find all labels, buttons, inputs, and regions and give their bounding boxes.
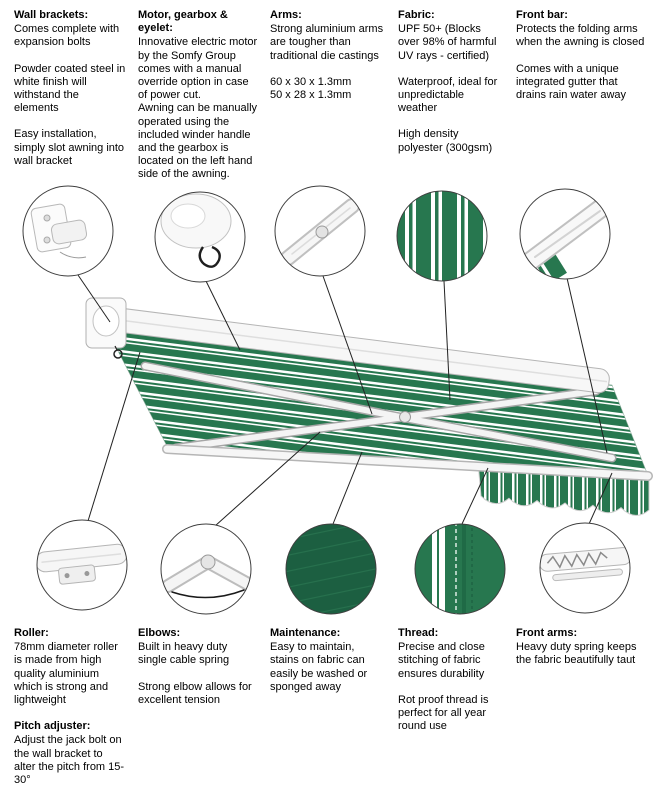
awning-illustration [85, 297, 653, 516]
feature-title: Roller: [14, 627, 49, 639]
feature-text: Strong aluminium arms are tougher than t… [270, 23, 384, 62]
callout-line-front-arm [588, 472, 613, 525]
feature-motor-gearbox-eyelet: Motor, gearbox & eyelet: Innovative elec… [138, 9, 258, 181]
callout-maintenance-fabric-detail [285, 523, 377, 615]
feature-text: 78mm diameter roller is made from high q… [14, 641, 118, 706]
feature-text: Strong elbow allows for excellent tensio… [138, 680, 252, 706]
callout-front-bar-detail [519, 188, 611, 280]
callout-line-fabric [443, 280, 451, 401]
feature-title: Front bar: [516, 9, 568, 21]
feature-column-roller: Roller: 78mm diameter roller is made fro… [14, 627, 126, 787]
callout-line-arm [322, 275, 373, 415]
callout-line-elbow [214, 431, 321, 527]
callout-line-wall-bracket [77, 274, 111, 323]
feature-text: Easy installation, simply slot awning in… [14, 128, 125, 167]
callout-fabric-detail [396, 190, 488, 282]
feature-thread: Thread: Precise and close stitching of f… [398, 627, 504, 787]
callout-line-motor [205, 280, 241, 351]
feature-text: 60 x 30 x 1.3mm 50 x 28 x 1.3mm [270, 75, 352, 101]
callout-line-maintenance [332, 451, 363, 525]
feature-title: Pitch adjuster: [14, 720, 91, 733]
feature-arms: Arms: Strong aluminium arms are tougher … [270, 9, 386, 181]
feature-title: Wall brackets: [14, 9, 89, 21]
feature-text: Precise and close stitching of fabric en… [398, 641, 485, 680]
callout-elbow-detail [160, 523, 252, 615]
awning-front-bar [162, 444, 653, 481]
feature-text: High density polyester (300gsm) [398, 128, 493, 154]
feature-title: Maintenance: [270, 627, 341, 639]
cable-spring [171, 589, 245, 599]
awning-folding-arms [140, 361, 617, 463]
feature-text: Comes with a unique integrated gutter th… [516, 62, 627, 101]
wall-bracket [85, 297, 127, 359]
callout-line-thread [461, 467, 489, 525]
feature-text: Powder coated steel in white finish will… [14, 62, 126, 115]
feature-front-arms: Front arms: Heavy duty spring keeps the … [516, 627, 646, 787]
top-feature-list: Wall brackets: Comes complete with expan… [14, 9, 650, 181]
feature-title: Arms: [270, 9, 302, 21]
callout-lines [77, 274, 613, 527]
feature-fabric: Fabric: UPF 50+ (Blocks over 98% of harm… [398, 9, 504, 181]
feature-title: Thread: [398, 627, 439, 639]
callout-thread-stitching-detail [414, 523, 506, 615]
feature-text: Protects the folding arms when the awnin… [516, 23, 645, 49]
feature-text: UPF 50+ (Blocks over 98% of harmful UV r… [398, 23, 497, 62]
callout-roller-detail [34, 519, 128, 611]
feature-wall-brackets: Wall brackets: Comes complete with expan… [14, 9, 126, 181]
feature-text: Waterproof, ideal for unpredictable weat… [398, 75, 498, 115]
feature-text: Adjust the jack bolt on the wall bracket… [14, 734, 125, 786]
feature-title: Elbows: [138, 627, 181, 639]
bottom-feature-list: Roller: 78mm diameter roller is made fro… [14, 627, 650, 787]
feature-text: Innovative electric motor by the Somfy G… [138, 36, 258, 181]
awning-diagram [22, 185, 653, 615]
feature-pitch-adjuster: Pitch adjuster: Adjust the jack bolt on … [14, 720, 126, 787]
callout-motor-eyelet-detail [154, 191, 246, 283]
crank-eyelet [113, 349, 123, 359]
feature-roller: Roller: 78mm diameter roller is made fro… [14, 627, 126, 707]
spring-coil [546, 551, 608, 569]
feature-text: Heavy duty spring keeps the fabric beaut… [516, 641, 637, 667]
callout-arm-detail [274, 185, 366, 277]
eyelet-loop [198, 245, 221, 268]
awning-roller-cassette [97, 306, 610, 394]
callout-line-roller [87, 351, 141, 522]
feature-elbows: Elbows: Built in heavy duty single cable… [138, 627, 258, 787]
feature-front-bar: Front bar: Protects the folding arms whe… [516, 9, 646, 181]
callout-wall-bracket-detail [22, 185, 114, 277]
feature-maintenance: Maintenance: Easy to maintain, stains on… [270, 627, 386, 787]
callout-front-arm-spring-detail [538, 522, 632, 614]
feature-text: Easy to maintain, stains on fabric can e… [270, 641, 368, 693]
feature-title: Motor, gearbox & eyelet: [138, 9, 228, 35]
feature-title: Fabric: [398, 9, 435, 21]
callout-line-front-bar [566, 277, 608, 454]
feature-title: Front arms: [516, 627, 578, 639]
elbow-joint [399, 411, 411, 423]
feature-text: Comes complete with expansion bolts [14, 23, 120, 49]
feature-text: Rot proof thread is perfect for all year… [398, 693, 489, 733]
feature-text: Built in heavy duty single cable spring [138, 641, 230, 667]
